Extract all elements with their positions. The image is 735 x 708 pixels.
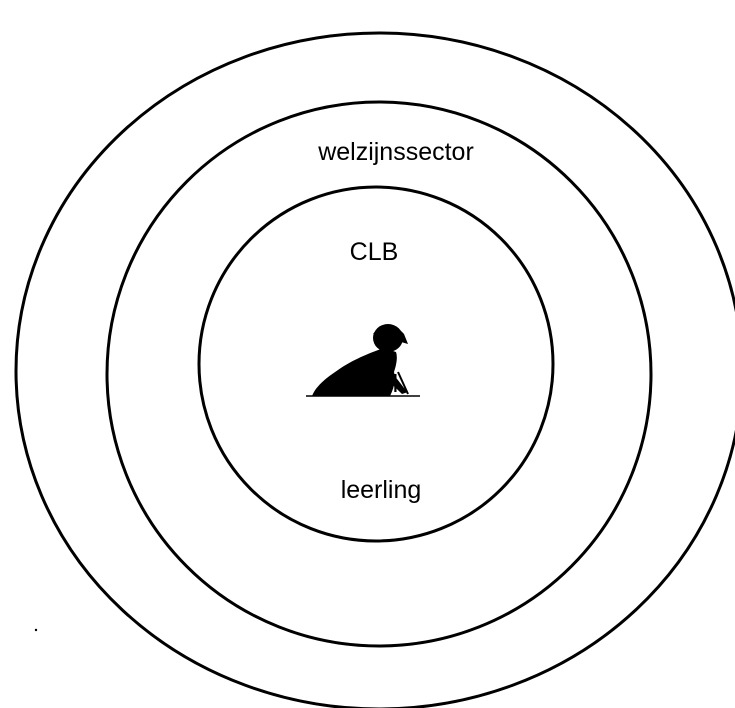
label-leerling: leerling xyxy=(341,476,422,504)
label-welzijnssector: welzijnssector xyxy=(317,138,474,166)
outer-ring xyxy=(14,31,735,708)
middle-ring xyxy=(105,100,653,648)
label-clb: CLB xyxy=(350,238,399,266)
student-writing-silhouette-icon xyxy=(312,324,409,396)
inner-ring xyxy=(197,185,555,543)
stray-dot xyxy=(34,628,38,632)
